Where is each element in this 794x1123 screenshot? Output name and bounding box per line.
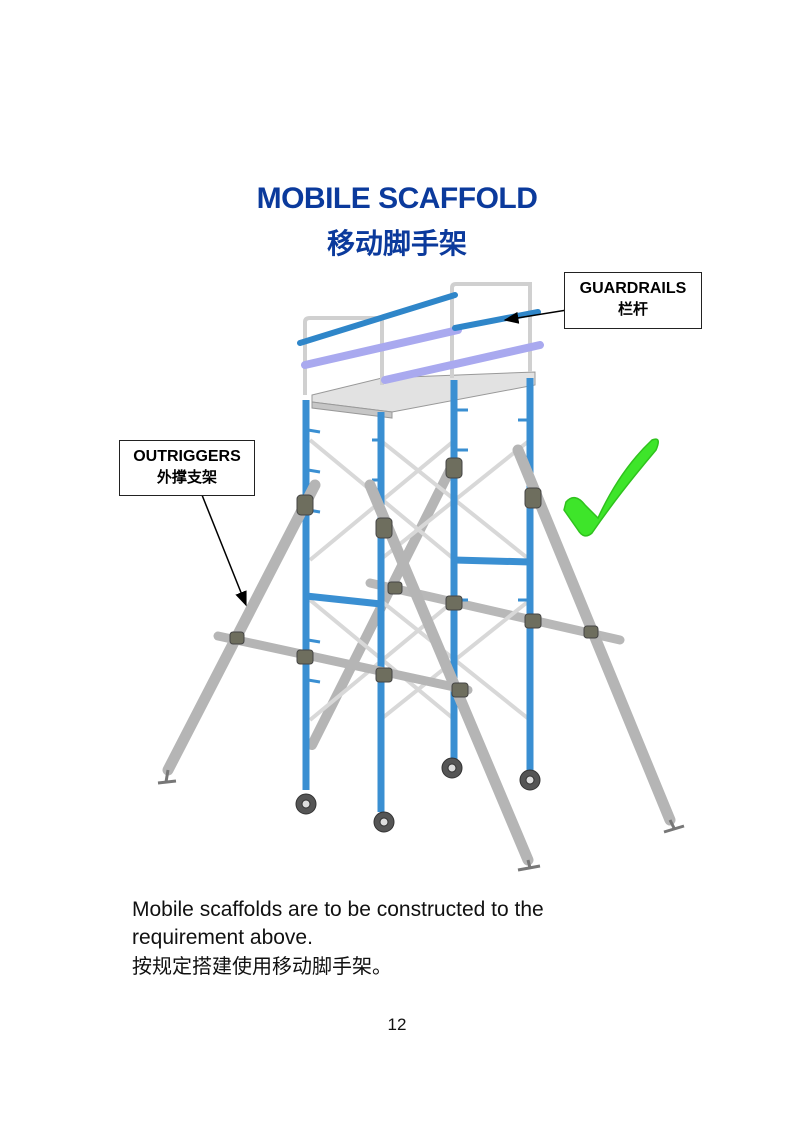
ladder-rungs bbox=[307, 408, 530, 684]
outriggers-arrow bbox=[199, 489, 247, 607]
guardrail-frame bbox=[303, 282, 532, 395]
caster-wheels bbox=[295, 757, 541, 833]
guardrails-label-zh: 栏杆 bbox=[617, 300, 648, 318]
green-check-icon bbox=[563, 438, 659, 537]
caption-line-2: requirement above. bbox=[132, 926, 313, 949]
outrigger-front bbox=[162, 444, 676, 866]
outriggers-label-zh: 外撑支架 bbox=[156, 468, 217, 486]
outriggers-callout: OUTRIGGERS 外撑支架 bbox=[119, 440, 255, 496]
guardrails bbox=[297, 292, 544, 384]
caption-zh: 按规定搭建使用移动脚手架。 bbox=[132, 954, 392, 978]
page-title-en: MOBILE SCAFFOLD bbox=[256, 182, 538, 215]
platform bbox=[311, 371, 536, 419]
outrigger-feet bbox=[157, 769, 685, 872]
caption: Mobile scaffolds are to be constructed t… bbox=[132, 896, 692, 980]
guardrails-label-en: GUARDRAILS bbox=[579, 280, 687, 297]
guardrails-callout: GUARDRAILS 栏杆 bbox=[564, 272, 702, 329]
page-number: 12 bbox=[387, 1015, 407, 1034]
caption-line-1: Mobile scaffolds are to be constructed t… bbox=[132, 898, 544, 921]
page-title-zh: 移动脚手架 bbox=[326, 227, 467, 260]
clamps bbox=[229, 457, 599, 698]
outriggers-label-en: OUTRIGGERS bbox=[133, 448, 241, 465]
